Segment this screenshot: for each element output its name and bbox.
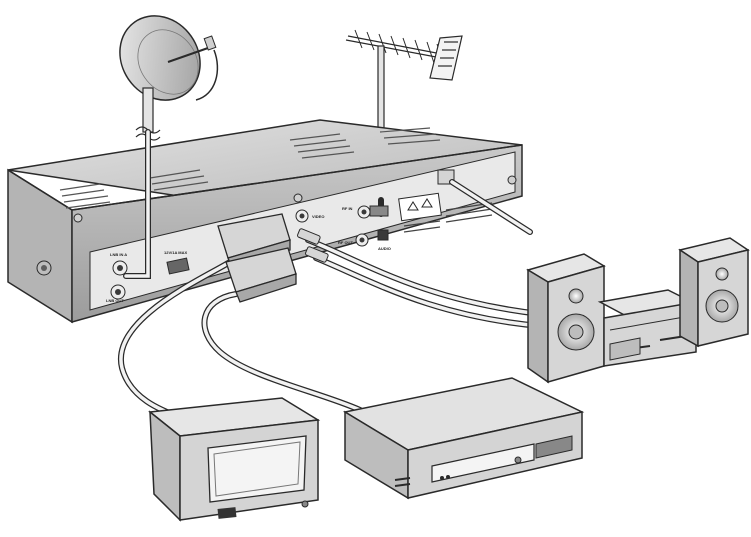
audio-label: AUDIO (378, 246, 391, 251)
satellite-dish-icon (119, 15, 219, 141)
scart-plugs (217, 213, 297, 303)
lnb-out-label: LNB OUT (106, 298, 124, 303)
rf-in-label: RF IN (342, 206, 353, 211)
tv-icon (148, 397, 321, 522)
power-label: 12V/1A MAX (164, 250, 188, 255)
cables (117, 129, 543, 421)
vcr-icon (342, 377, 585, 500)
hifi-system-icon (526, 237, 750, 384)
rca-plugs (297, 205, 389, 263)
lnb-in-label: LNB IN A (110, 252, 127, 257)
video-label: VIDEO (312, 214, 324, 219)
rf-out-label: RF OUT (338, 240, 353, 245)
